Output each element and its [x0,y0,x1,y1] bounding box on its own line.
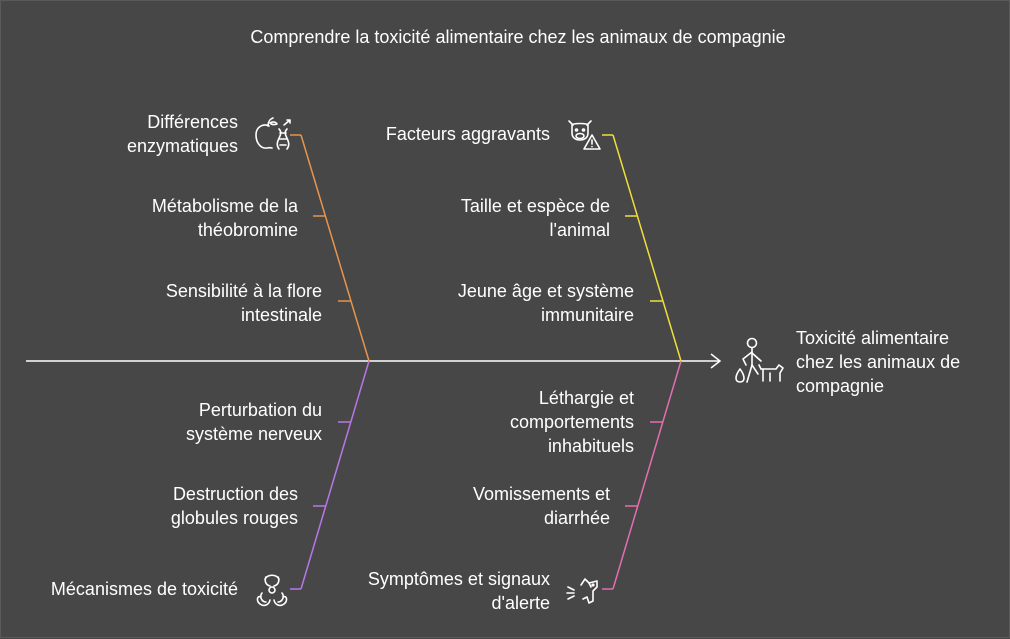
bone-line [300,360,370,590]
spine-arrowhead [710,353,722,369]
cause-lethargie: Léthargie et comportements inhabituels [510,386,634,458]
cause-metabolisme: Métabolisme de la théobromine [152,194,298,242]
cause-perturbation: Perturbation du système nerveux [186,398,322,446]
label-line: chez les animaux de [796,352,961,372]
bone-factors [602,134,682,362]
bone-enzymes [290,134,370,362]
label-line: Vomissements et [472,484,610,504]
label-line: compagnie [796,376,885,396]
biohazard-icon [256,574,288,607]
diagram-title: Comprendre la toxicité alimentaire chez … [250,27,786,47]
cause-jeune-age: Jeune âge et système immunitaire [458,279,634,327]
label-line: Perturbation du [198,400,322,420]
sick-dog-icon [566,578,598,604]
label-line: système nerveux [185,424,322,444]
label-line: Léthargie et [538,388,634,408]
bone-mechanisms [290,360,370,590]
apple-dna-icon [255,117,291,150]
animal-warning-icon [568,120,601,150]
label-line: théobromine [197,220,298,240]
category-label-enzymes: Différences enzymatiques [127,110,238,158]
label-line: Jeune âge et système [457,281,634,301]
bone-line [612,134,682,362]
cause-vomissements: Vomissements et diarrhée [473,482,610,530]
label-line: diarrhée [543,508,610,528]
person-with-dog-icon [735,337,784,383]
label-line: d'alerte [491,593,550,613]
label-line: comportements [509,412,634,432]
label-line: immunitaire [540,305,634,325]
label-line: Métabolisme de la [151,196,298,216]
cause-destruction: Destruction des globules rouges [171,482,298,530]
label-line: enzymatiques [126,136,238,156]
cause-taille: Taille et espèce de l'animal [461,194,610,242]
label-line: Symptômes et signaux [367,569,550,589]
label-line: Différences [147,112,238,132]
bone-line [300,134,370,362]
label-line: Taille et espèce de [460,196,610,216]
cause-flore: Sensibilité à la flore intestinale [166,279,322,327]
label-line: l'animal [549,220,610,240]
category-label-mechanisms: Mécanismes de toxicité [50,579,238,599]
bone-symptoms [602,360,682,590]
bone-line [612,360,682,590]
label-line: intestinale [240,305,322,325]
head-label: Toxicité alimentaire chez les animaux de… [796,326,960,398]
label-line: globules rouges [170,508,298,528]
label-line: Sensibilité à la flore [165,281,322,301]
label-line: inhabituels [547,436,634,456]
label-line: Toxicité alimentaire [796,328,950,348]
category-label-symptoms: Symptômes et signaux d'alerte [368,567,550,615]
label-line: Destruction des [172,484,298,504]
category-label-factors: Facteurs aggravants [385,124,550,144]
